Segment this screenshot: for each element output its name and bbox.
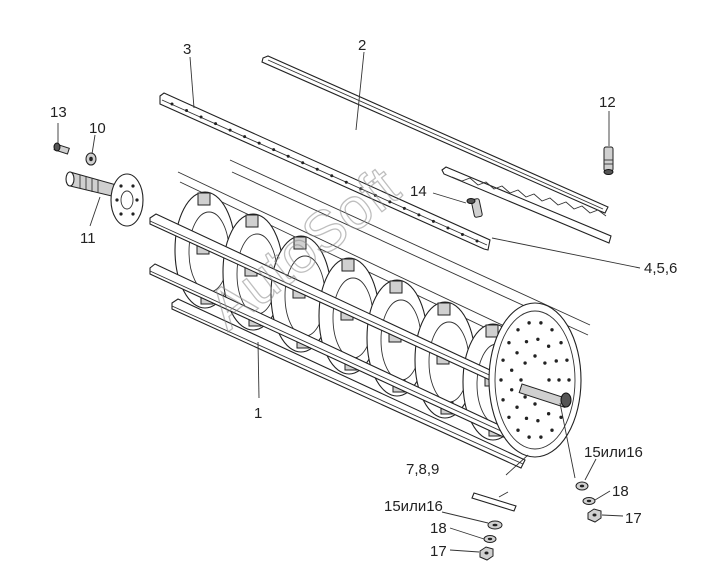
- callout-15-16-lower: 15или16: [384, 498, 443, 515]
- part-17-right-nut: [587, 508, 602, 523]
- part-4-5-6-blade: [441, 166, 612, 244]
- callout-3: 3: [183, 41, 191, 58]
- callout-18-lower: 18: [430, 520, 447, 537]
- part-15-16-right-washer: [575, 481, 589, 491]
- part-14-bolt: [466, 198, 483, 218]
- callout-15-16-right: 15или16: [584, 444, 643, 461]
- part-3-bar: [159, 92, 491, 251]
- callout-14: 14: [410, 183, 427, 200]
- callout-18-right: 18: [612, 483, 629, 500]
- part-10-washer: [85, 152, 97, 166]
- part-11-shaft: [65, 171, 144, 227]
- callout-17-lower: 17: [430, 543, 447, 560]
- callout-12: 12: [599, 94, 616, 111]
- callout-2: 2: [358, 37, 366, 54]
- callout-1: 1: [254, 405, 262, 422]
- callout-13: 13: [50, 104, 67, 121]
- part-17-lower-nut: [479, 546, 494, 561]
- callout-4-5-6: 4,5,6: [644, 260, 677, 277]
- callout-11: 11: [80, 230, 96, 247]
- part-18-right-washer: [582, 497, 596, 505]
- callout-10: 10: [89, 120, 106, 137]
- callout-17-right: 17: [625, 510, 642, 527]
- callout-7-8-9: 7,8,9: [406, 461, 439, 478]
- leader-lines: [57, 51, 641, 553]
- part-12-bolt: [603, 146, 614, 175]
- part-2-blade: [261, 55, 609, 214]
- part-13-bolt: [53, 142, 70, 155]
- part-1-drum: [149, 159, 591, 469]
- part-7-8-9-plate: [471, 492, 517, 512]
- part-18-lower-washer: [483, 535, 497, 543]
- part-15-16-lower-washer: [487, 520, 503, 530]
- callout-labels: 1 2 3 4,5,6 7,8,9 10 11 12 13 14 15или16…: [50, 37, 677, 560]
